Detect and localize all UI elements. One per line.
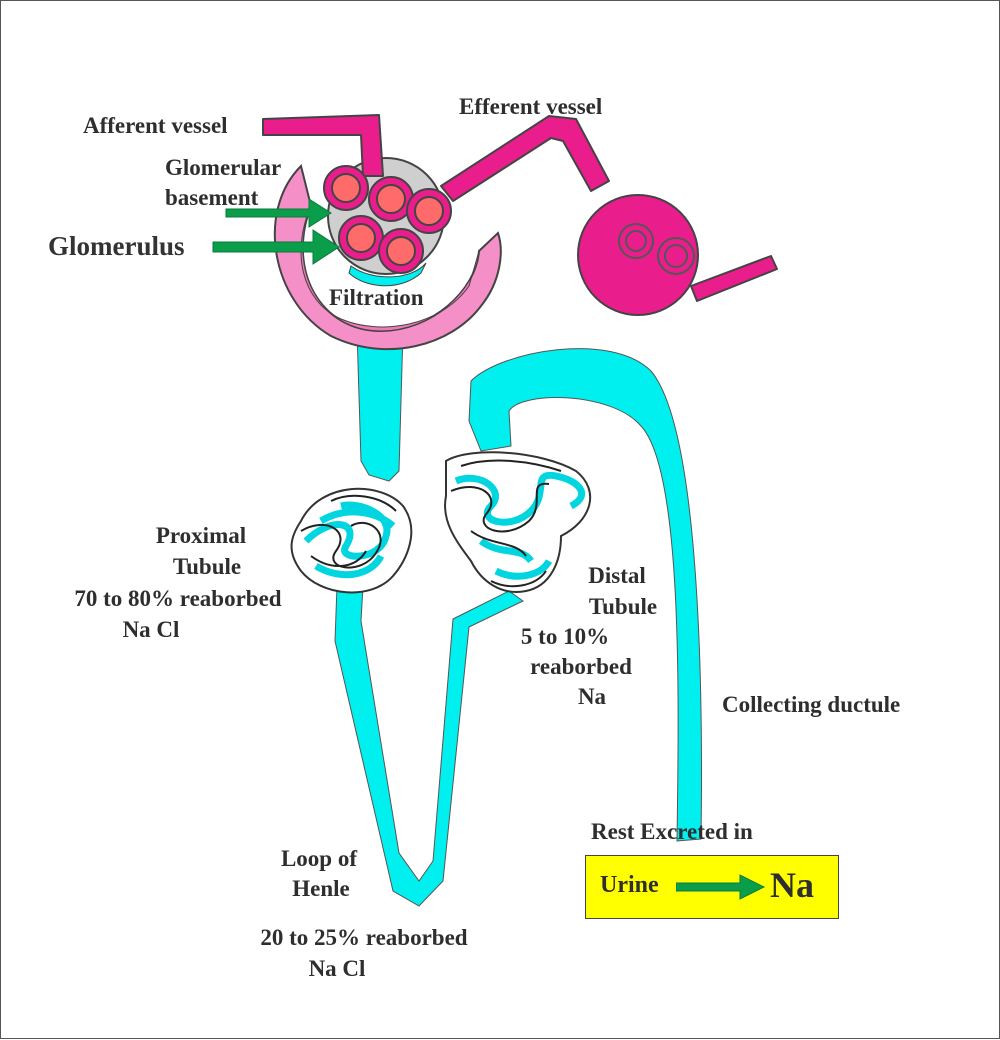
peritubular-capillary — [577, 194, 699, 316]
distal-swirl-dark — [450, 459, 562, 588]
glomerular-basement-arrow — [225, 198, 332, 228]
pointer-arrows — [212, 198, 340, 265]
inner-loop-2b — [664, 244, 688, 268]
urine-arrow — [676, 874, 766, 900]
capsule-inner-wall — [300, 205, 480, 332]
proximal-label-line2: Tubule — [172, 554, 242, 579]
proximal-label-line1: Proximal — [155, 523, 247, 548]
collecting-ductule-label: Collecting ductule — [722, 692, 901, 717]
inner-loop-2 — [657, 237, 695, 275]
glomerular-capillaries — [323, 165, 452, 274]
capillary-5-core — [386, 236, 416, 266]
inner-loop-1 — [618, 223, 654, 259]
capillary-2-core — [376, 184, 406, 214]
efferent-vessel — [440, 115, 610, 202]
proximal-swirl-cyan — [303, 501, 396, 579]
descending-limb — [334, 585, 524, 907]
proximal-label-line3: 70 to 80% reaborbed — [74, 586, 282, 611]
glomerulus-label: Glomerulus — [48, 231, 185, 261]
glomerular-label-line2: basement — [165, 185, 259, 210]
distal-swirl-cyan — [454, 471, 586, 580]
loop-label-line3: 20 to 25% reaborbed — [260, 925, 468, 950]
loop-label-line4: Na Cl — [308, 956, 366, 981]
tubule-system — [334, 330, 702, 907]
capillary-4-core — [346, 223, 376, 253]
proximal-swirl-dark — [300, 494, 397, 569]
filtration-label: Filtration — [329, 285, 424, 310]
distal-label-line3: 5 to 10% — [520, 624, 610, 649]
loop-label-line2: Henle — [292, 876, 350, 901]
distal-label-line4: reaborbed — [530, 654, 632, 679]
urine-excretion-box: Urine Na — [585, 855, 839, 919]
ascending-loop — [468, 348, 702, 842]
urine-label: Urine — [600, 872, 659, 898]
inner-loop-1b — [625, 230, 647, 252]
afferent-vessel-label: Afferent vessel — [83, 113, 228, 138]
vessels — [262, 114, 778, 316]
filtration-space — [348, 262, 427, 287]
capillary-inner-loops — [618, 223, 695, 275]
proximal-convolution — [290, 487, 413, 594]
distal-label-line1: Distal — [588, 563, 646, 588]
glomerular-label-line1: Glomerular — [165, 155, 282, 180]
outgoing-vein — [690, 255, 778, 302]
distal-label-line5: Na — [577, 684, 607, 709]
urine-arrow-shape — [676, 874, 766, 900]
capsule-neck — [356, 330, 404, 482]
distal-label-line2: Tubule — [588, 594, 658, 619]
efferent-vessel-label: Efferent vessel — [459, 94, 603, 119]
rest-excreted-label: Rest Excreted in — [591, 819, 753, 844]
distal-convolution — [444, 451, 592, 593]
loop-label-line1: Loop of — [280, 846, 358, 871]
capillary-3-core — [414, 196, 444, 226]
capillary-1-core — [331, 173, 361, 203]
glomerulus-arrow — [212, 229, 340, 265]
proximal-label-line4: Na Cl — [122, 617, 180, 642]
sodium-label: Na — [770, 865, 814, 905]
